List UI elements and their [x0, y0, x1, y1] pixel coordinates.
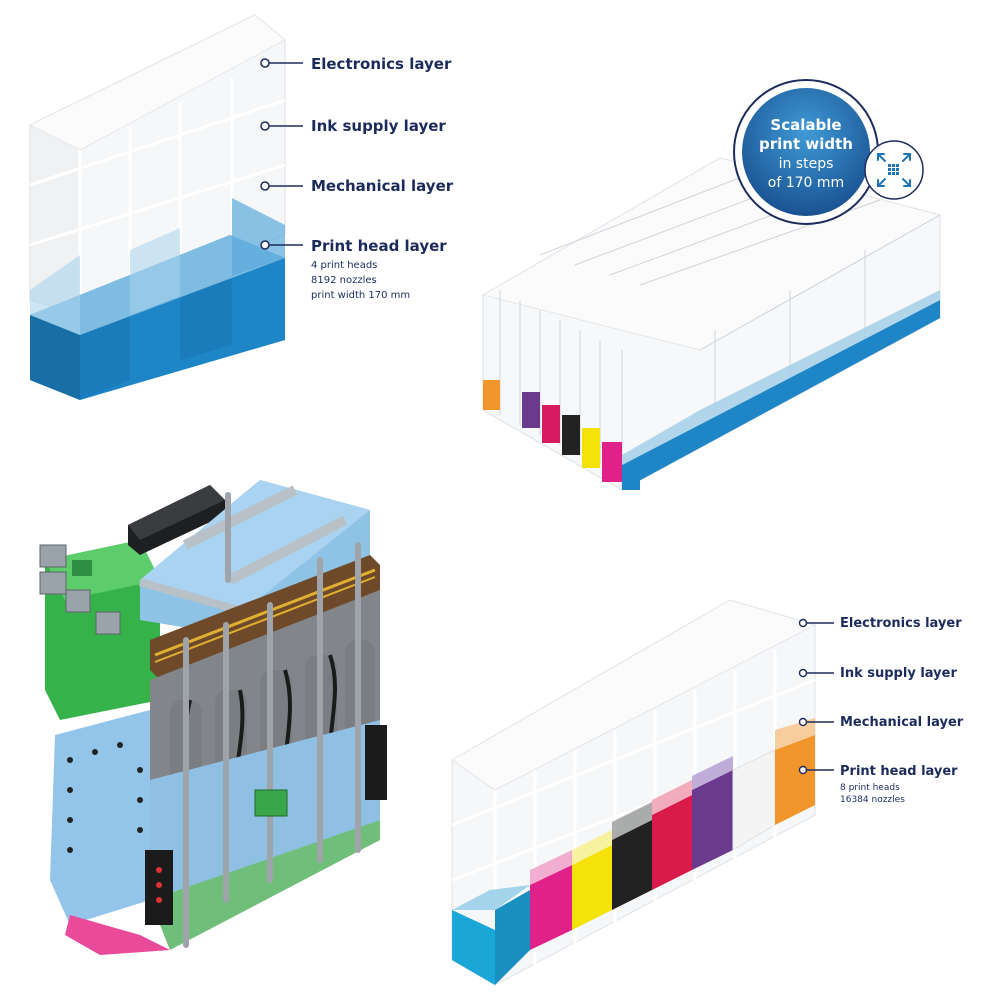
layer-label-mechanical: Mechanical layer	[260, 177, 454, 195]
bolt-dots	[67, 742, 143, 853]
ink-block-purple	[522, 392, 540, 428]
leader-dot	[260, 240, 270, 250]
top-left-layer-stack	[28, 14, 286, 400]
layer-name: Ink supply layer	[311, 117, 446, 135]
print-head-blocks	[30, 198, 285, 400]
leader-dot	[798, 618, 808, 628]
leader-dot	[260, 121, 270, 131]
print-head-hardware-render	[39, 480, 387, 955]
layer-name: Mechanical layer	[311, 177, 454, 195]
layer-name: Electronics layer	[840, 616, 962, 631]
ink-head-magenta	[530, 865, 572, 950]
badge-line-4: of 170 mm	[768, 175, 844, 191]
badge-disc	[742, 88, 870, 216]
ink-block-magenta	[602, 442, 622, 482]
ink-head-orange	[775, 735, 815, 825]
layer-name: Electronics layer	[311, 55, 452, 73]
layer-detail-nozzles: 16384 nozzles	[840, 795, 905, 805]
ink-block-black	[562, 415, 580, 455]
scalable-module-row	[481, 157, 942, 491]
threaded-rods	[183, 492, 361, 948]
layer-name: Mechanical layer	[840, 715, 964, 730]
layer-detail-print-heads: 8 print heads	[840, 783, 900, 793]
bottom-right-layer-stack	[451, 599, 817, 986]
leader-dot	[798, 765, 808, 775]
leader-dot	[260, 181, 270, 191]
layer-label-electronics: Electronics layer	[798, 616, 962, 631]
layer-detail-nozzles: 8192 nozzles	[311, 275, 377, 286]
leader-dot	[798, 717, 808, 727]
layer-label-ink-supply: Ink supply layer	[260, 117, 446, 135]
layer-label-print-head: Print head layer 8 print heads 16384 noz…	[798, 764, 958, 805]
ink-block-blue	[622, 465, 640, 490]
expand-arrows-icon	[864, 140, 924, 200]
ink-head-violet	[692, 770, 733, 870]
badge-line-3: in steps	[779, 156, 834, 172]
layer-detail-print-width: print width 170 mm	[311, 290, 410, 301]
colored-print-heads	[452, 718, 815, 985]
layer-name: Print head layer	[311, 237, 447, 255]
leader-dot	[260, 58, 270, 68]
top-left-labels: Electronics layer Ink supply layer Mecha…	[260, 55, 454, 301]
scalable-width-badge: Scalable print width in steps of 170 mm	[733, 79, 924, 225]
ink-head-red	[652, 795, 692, 890]
layer-name: Print head layer	[840, 764, 958, 779]
ink-head-yellow	[572, 845, 612, 930]
ink-head-cyan	[452, 910, 495, 985]
layer-label-print-head: Print head layer 4 print heads 8192 nozz…	[260, 237, 447, 301]
badge-line-1: Scalable	[770, 116, 841, 134]
layer-label-electronics: Electronics layer	[260, 55, 452, 73]
layer-label-mechanical: Mechanical layer	[798, 715, 964, 730]
layer-name: Ink supply layer	[840, 666, 957, 681]
layer-detail-print-heads: 4 print heads	[311, 260, 377, 271]
ink-block-orange	[483, 380, 500, 410]
bottom-right-labels: Electronics layer Ink supply layer Mecha…	[798, 616, 964, 805]
ink-head-black	[612, 820, 652, 910]
ink-block-red	[542, 405, 560, 443]
leader-dot	[798, 668, 808, 678]
badge-line-2: print width	[759, 135, 853, 153]
layer-label-ink-supply: Ink supply layer	[798, 666, 957, 681]
ink-block-yellow	[582, 428, 600, 468]
